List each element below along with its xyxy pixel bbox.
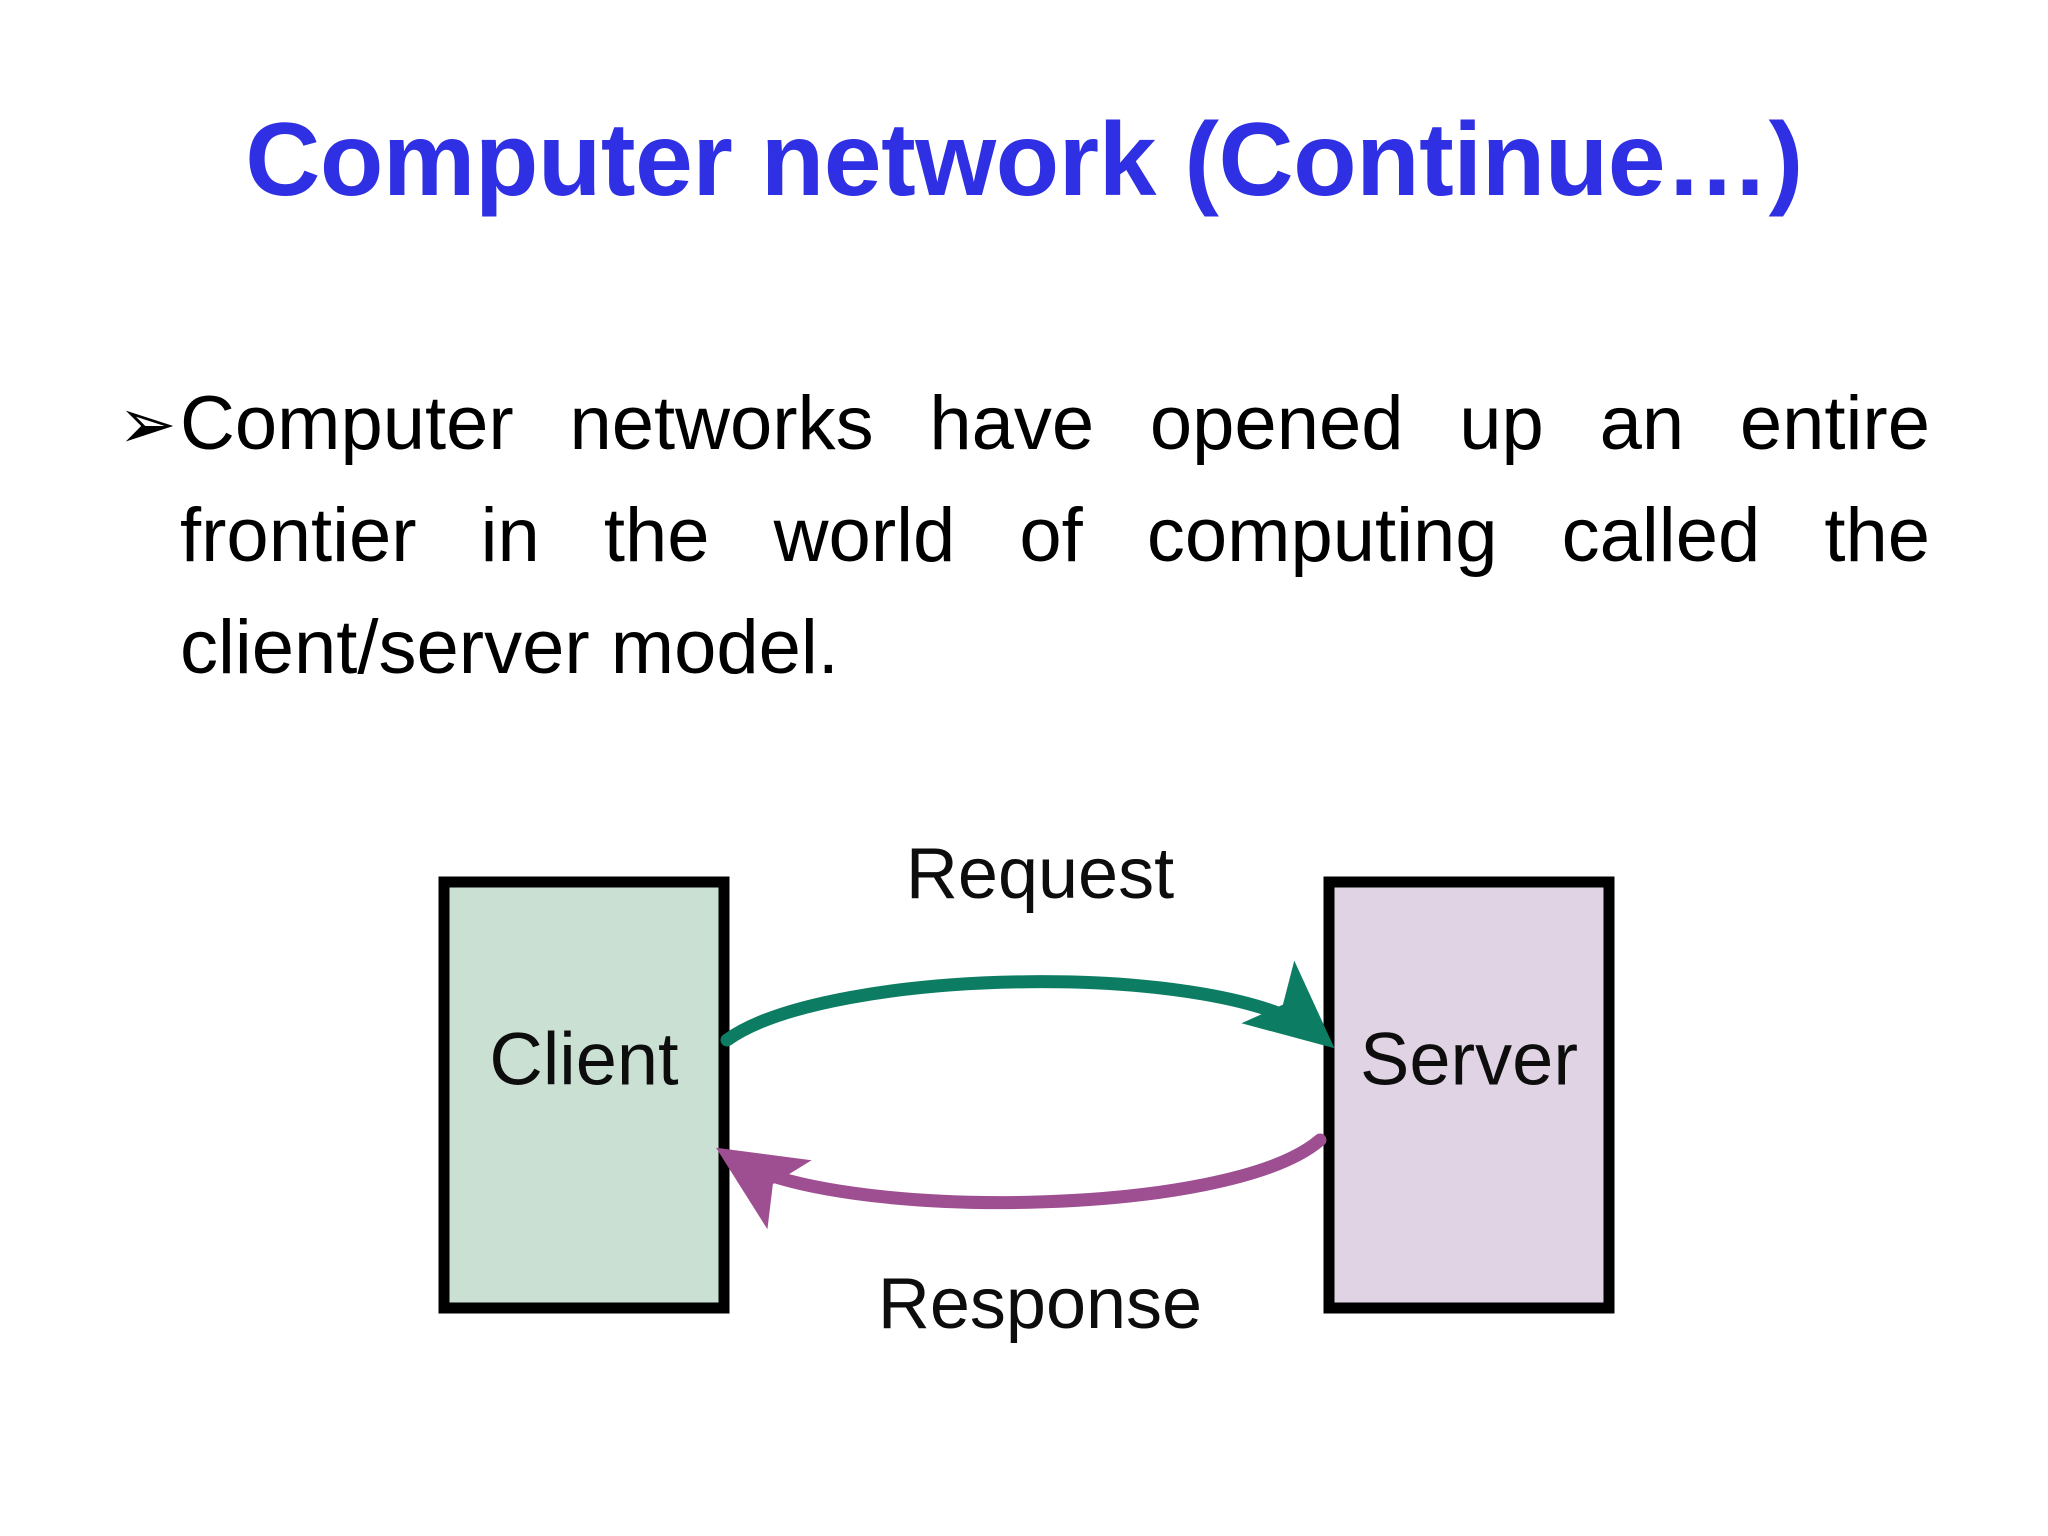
server-box (1323, 876, 1615, 1314)
bullet-item-text: Computer networks have opened up an enti… (180, 381, 1930, 690)
client-label: Client (489, 1018, 679, 1101)
arrowhead-bullet-icon: ➢ (118, 383, 177, 465)
request-edge: Request (720, 840, 1335, 1049)
response-edge: Response (716, 1133, 1327, 1344)
response-label: Response (878, 1264, 1202, 1344)
request-label: Request (906, 840, 1174, 914)
list-item: ➢ Computer networks have opened up an en… (118, 368, 1930, 704)
server-node: Server (1323, 876, 1615, 1314)
server-label: Server (1360, 1018, 1578, 1101)
bullet-list: ➢ Computer networks have opened up an en… (118, 368, 1930, 704)
page-title: Computer network (Continue…) (245, 102, 1803, 218)
client-box (438, 876, 730, 1314)
client-server-diagram: Client Server Request Response (400, 840, 1660, 1360)
client-node: Client (438, 876, 730, 1314)
request-arrow (720, 960, 1335, 1049)
response-arrow (716, 1133, 1327, 1230)
